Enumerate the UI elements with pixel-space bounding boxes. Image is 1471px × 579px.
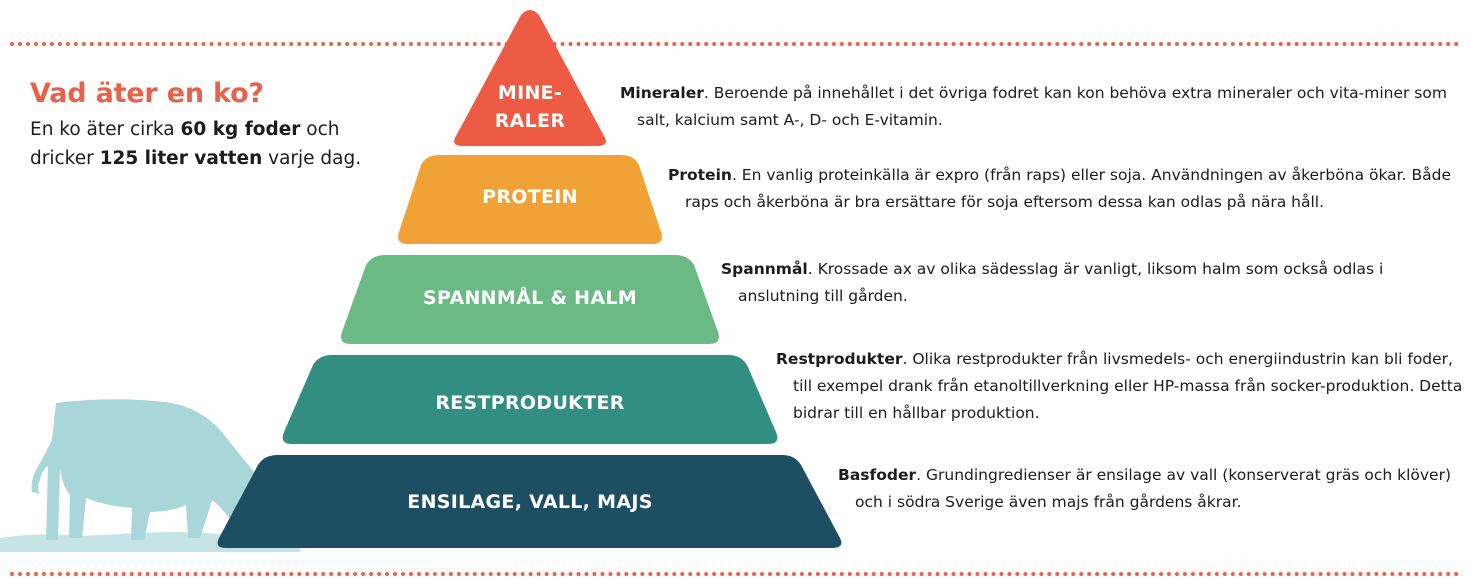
- description-basfoder: Basfoder. Grundingredienser är ensilage …: [838, 462, 1465, 516]
- description-protein: Protein. En vanlig proteinkälla är expro…: [668, 162, 1471, 216]
- description-mineraler: Mineraler. Beroende på innehållet i det …: [620, 80, 1467, 134]
- tier-spannmal: [341, 255, 719, 344]
- bottom-dotted-divider: [10, 572, 1460, 576]
- tier-basfoder-label: ENSILAGE, VALL, MAJS: [407, 491, 652, 513]
- tier-protein-label: PROTEIN: [482, 186, 578, 208]
- intro-feed-amount: 60 kg foder: [180, 119, 301, 140]
- tier-spannmal-label: SPANNMÅL & HALM: [423, 285, 637, 309]
- description-restprodukter: Restprodukter. Olika restprodukter från …: [776, 346, 1463, 427]
- tier-restprodukter-label: RESTPRODUKTER: [435, 392, 624, 414]
- description-term: Mineraler: [620, 84, 704, 102]
- description-spannmal: Spannmål. Krossade ax av olika sädesslag…: [721, 256, 1468, 310]
- tier-basfoder: [217, 455, 842, 548]
- tier-protein: [398, 155, 662, 244]
- description-term: Protein: [668, 166, 732, 184]
- description-text: . Krossade ax av olika sädesslag är vanl…: [738, 260, 1384, 305]
- description-term: Restprodukter: [776, 350, 903, 368]
- intro-water-amount: 125 liter vatten: [99, 148, 263, 169]
- description-text: . Beroende på innehållet i det övriga fo…: [637, 84, 1447, 129]
- tier-mineraler: [454, 10, 606, 146]
- intro-text: En ko äter cirka 60 kg foder och dricker…: [30, 115, 390, 173]
- intro-block: Vad äter en ko? En ko äter cirka 60 kg f…: [30, 78, 390, 173]
- tier-mineraler-label-line2: RALER: [495, 110, 566, 132]
- intro-text-part: och dricker: [30, 119, 340, 169]
- description-term: Spannmål: [721, 260, 808, 278]
- description-text: . En vanlig proteinkälla är expro (från …: [685, 166, 1451, 211]
- description-text: . Olika restprodukter från livsmedels- o…: [793, 350, 1463, 422]
- top-dotted-divider: [10, 42, 1460, 46]
- intro-text-part: varje dag.: [262, 148, 362, 169]
- intro-title: Vad äter en ko?: [30, 78, 264, 109]
- cow-body-icon: [31, 399, 271, 540]
- tier-restprodukter: [282, 355, 778, 444]
- description-text: . Grundingredienser är ensilage av vall …: [855, 466, 1451, 511]
- tier-mineraler-label-line1: MINE-: [498, 82, 562, 104]
- intro-text-part: En ko äter cirka: [30, 119, 181, 140]
- description-term: Basfoder: [838, 466, 917, 484]
